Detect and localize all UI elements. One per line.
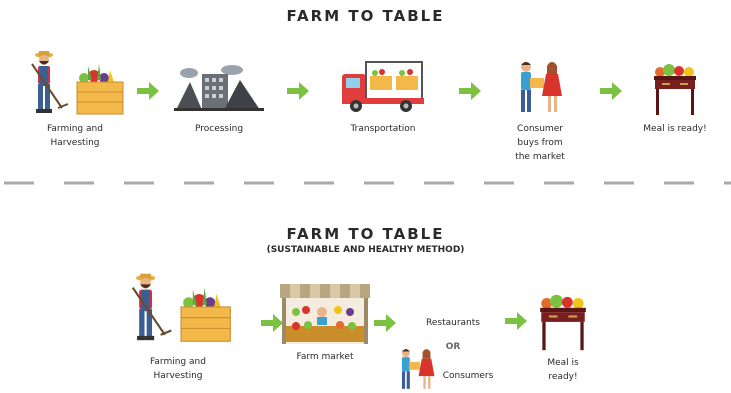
bottom-step-meal [538,294,588,352]
factory-icon [174,65,264,111]
label-line: Transportation [350,124,416,134]
top-step-consumer-label: Consumer buys from the market [500,122,580,164]
bottom-step-farming [122,270,240,346]
bottom-step-consumers-label: Consumers [442,371,494,381]
crate-icon [180,287,231,342]
label-line: Farm market [296,352,354,362]
label-line: Harvesting [153,371,203,381]
crate-icon [76,64,124,115]
top-title: FARM TO TABLE [286,7,445,25]
label-line: Meal is [547,358,579,368]
top-step-farming-label: Farming and Harvesting [30,122,120,150]
label-line: the market [515,152,565,162]
label-line: Harvesting [50,138,100,148]
arrow-right-icon [459,82,481,100]
label-line: Farming and [47,124,103,134]
label-line: buys from [517,138,563,148]
farmer-icon [31,51,69,113]
bottom-step-farming-label: Farming and Harvesting [133,355,223,383]
label-line: Consumer [517,124,563,134]
truck-icon [342,61,424,112]
shoppers-icon [521,62,562,112]
arrow-right-icon [287,82,309,100]
top-step-farming [22,48,132,118]
arrow-right-icon [374,314,396,332]
arrow-right-icon [137,82,159,100]
top-step-consumer [514,58,566,116]
bottom-step-farm-market [278,282,372,346]
bottom-subtitle: (SUSTAINABLE AND HEALTHY METHOD) [266,245,465,255]
bottom-title: FARM TO TABLE [286,225,445,243]
top-step-transportation-label: Transportation [333,122,433,136]
bottom-step-restaurants-label: Restaurants [426,318,480,328]
section-divider [4,181,731,185]
shoppers-icon [401,349,435,389]
or-label: OR [445,342,461,352]
arrow-right-icon [261,314,283,332]
top-step-transportation [340,58,426,114]
top-step-processing [174,64,264,112]
label-line: Meal is ready! [643,124,707,134]
arrow-right-icon [600,82,622,100]
bottom-consumers-figure [396,346,438,392]
top-step-processing-label: Processing [174,122,264,136]
bottom-step-meal-label: Meal is ready! [530,356,596,384]
top-step-meal [652,64,698,116]
label-line: Farming and [150,357,206,367]
label-line: Processing [194,124,244,134]
meal-table-icon [540,294,586,351]
arrow-right-icon [505,312,527,330]
label-line: ready! [548,372,578,382]
farm-market-icon [280,284,370,344]
farmer-icon [131,273,172,341]
meal-table-icon [654,64,696,115]
bottom-step-farm-market-label: Farm market [280,350,370,364]
top-step-meal-label: Meal is ready! [630,122,720,136]
